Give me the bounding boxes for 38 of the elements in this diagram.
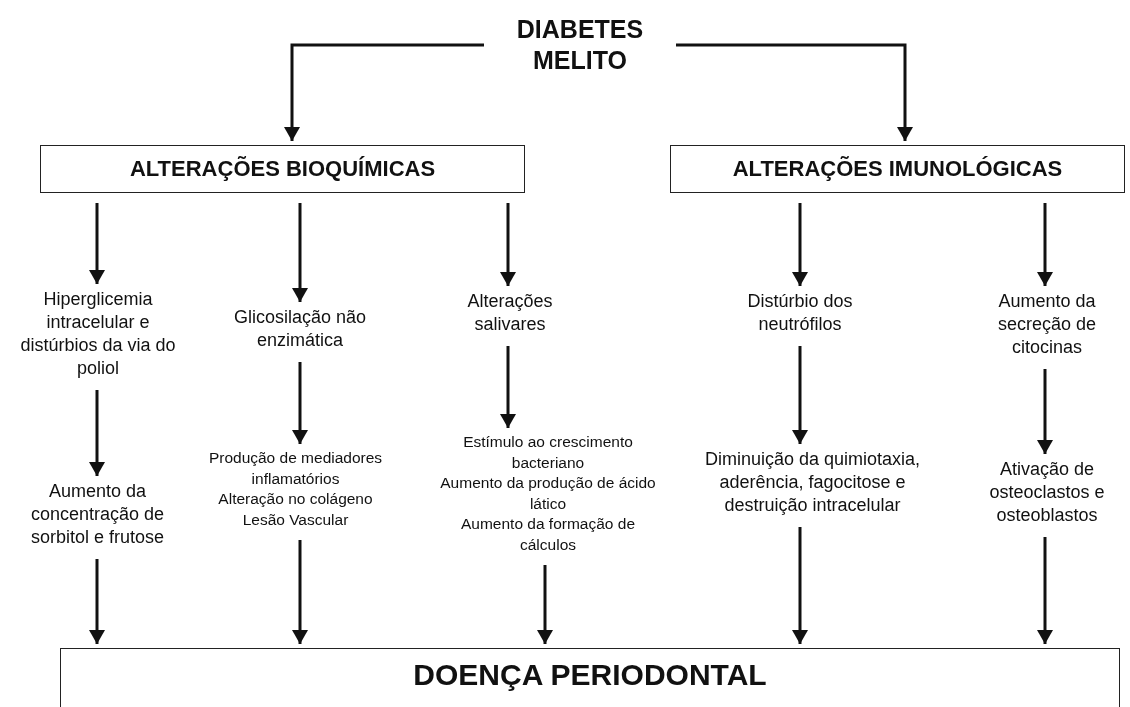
node-text: Hiperglicemia intracelular e distúrbios da via do poliol (19, 288, 177, 380)
arrow (792, 527, 808, 644)
node-text: Lesão Vascular (242, 509, 349, 530)
arrow (792, 203, 808, 286)
node-text: Aumento da produção de ácido lático (439, 473, 657, 514)
arrow (1037, 203, 1053, 286)
box-label: ALTERAÇÕES IMUNOLÓGICAS (732, 156, 1063, 182)
arrow (284, 43, 484, 141)
arrow (500, 346, 516, 428)
node-text: Distúrbio dos neutrófilos (746, 290, 854, 336)
arrow (292, 540, 308, 644)
node-text: Alteração no colágeno (218, 489, 373, 509)
arrow (676, 43, 913, 141)
arrow (537, 565, 553, 644)
arrow (89, 203, 105, 284)
node-text: Aumento da formação de cálculos (459, 514, 637, 555)
node-text: Estímulo ao crescimento bacteriano (462, 432, 634, 473)
title-text: DIABETES MELITO (515, 14, 645, 76)
node-text: Alterações salivares (466, 290, 554, 336)
box-label: ALTERAÇÕES BIOQUÍMICAS (129, 156, 436, 182)
box-label: DOENÇA PERIODONTAL (413, 657, 767, 692)
node-text: Produção de mediadores inflamatórios (207, 448, 384, 489)
outcome-box (60, 648, 1120, 707)
node-text: Diminuição da quimiotaxia, aderência, fagocitose e destruição intracelular (703, 448, 922, 517)
arrow (89, 390, 105, 476)
arrow (792, 346, 808, 444)
node-text: Ativação de osteoclastos e osteoblastos (988, 458, 1106, 527)
arrow (89, 559, 105, 644)
node-text: Aumento da secreção de citocinas (996, 290, 1098, 359)
node-text: Glicosilação não enzimática (232, 306, 368, 352)
arrow (1037, 537, 1053, 644)
arrow (500, 203, 516, 286)
category-box (40, 145, 525, 193)
arrow (1037, 369, 1053, 454)
arrow (292, 203, 308, 302)
category-box (670, 145, 1125, 193)
node-text: Aumento da concentração de sorbitol e frutose (29, 480, 166, 549)
arrow (292, 362, 308, 444)
